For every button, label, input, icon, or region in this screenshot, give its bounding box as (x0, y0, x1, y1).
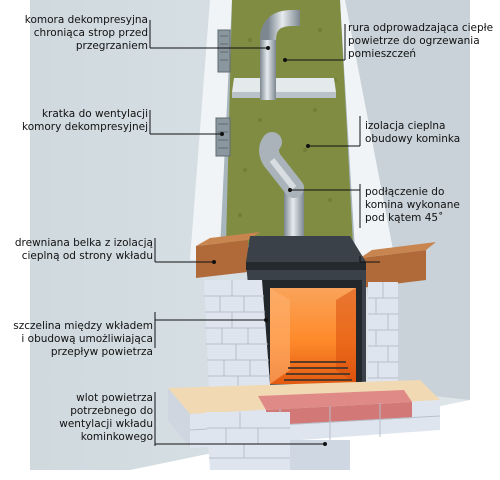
label-line: chroniąca strop przed (33, 27, 148, 39)
label-chimney-connection: podłączenie do komina wykonane pod kątem… (365, 186, 460, 225)
label-line: kominkowego (80, 431, 153, 443)
label-line: cieplną od strony wkładu (21, 250, 153, 262)
label-chamber-vent-grille: kratka do wentylacji komory dekompresyjn… (22, 108, 148, 134)
label-line: przegrzaniem (75, 40, 148, 52)
label-line: rura odprowadzająca ciepłe (348, 22, 494, 34)
warm-air-pipe (260, 10, 300, 100)
label-warm-air-pipe: rura odprowadzająca ciepłe powietrze do … (348, 22, 493, 61)
label-line: pomieszczeń (348, 48, 417, 60)
label-line: izolacja cieplna (365, 120, 446, 132)
label-line: szczelina między wkładem (13, 320, 153, 332)
leader-dots (212, 46, 327, 446)
vent-grille-upper (217, 29, 231, 73)
flue-pipe (259, 132, 304, 240)
vent-grille-lower (215, 117, 231, 157)
wooden-beam-left (196, 232, 260, 278)
label-line: komina wykonane (365, 199, 460, 211)
label-line: obudowy kominka (365, 133, 461, 145)
label-line: powietrze do ogrzewania (348, 35, 480, 47)
lower-brick-base (206, 412, 350, 470)
leader-lines (149, 20, 380, 446)
label-line: wlot powietrza (76, 392, 153, 404)
wooden-beam-right (360, 242, 436, 288)
label-line: potrzebnego do (70, 405, 153, 417)
brick-column-right (368, 282, 398, 396)
label-line: przepływ powietrza (50, 346, 153, 358)
fire-grate (284, 361, 352, 381)
label-line: kratka do wentylacji (41, 108, 148, 120)
label-air-inlet: wlot powietrza potrzebnego do wentylacji… (59, 392, 153, 444)
label-line: podłączenie do (365, 186, 445, 198)
label-wooden-beam: drewniana belka z izolacją cieplną od st… (15, 237, 153, 263)
label-line: pod kątem 45˚ (365, 212, 444, 224)
label-line: drewniana belka z izolacją (14, 237, 153, 249)
chimney-hood (190, 0, 395, 260)
decompression-chamber-shelf (232, 78, 336, 98)
label-line: i obudową umożliwiająca (21, 333, 153, 345)
label-thermal-insulation: izolacja cieplna obudowy kominka (365, 120, 460, 146)
label-decompression-chamber: komora dekompresyjna chroniąca strop prz… (25, 14, 148, 53)
label-line: komory dekompresyjnej (22, 121, 148, 133)
fire-chamber (270, 288, 356, 384)
label-line: wentylacji wkładu (59, 418, 153, 430)
label-air-gap: szczelina między wkładem i obudową umożl… (13, 320, 153, 359)
label-line: komora dekompresyjna (24, 14, 148, 26)
